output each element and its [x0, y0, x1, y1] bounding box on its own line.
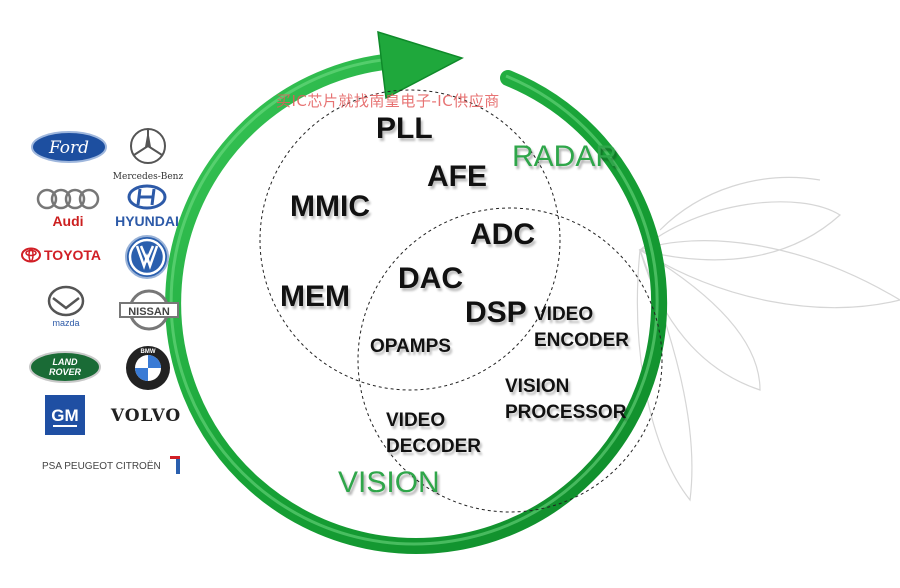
watermark-text: 买IC芯片就找南皇电子-IC供应商 — [276, 92, 500, 110]
gm-logo-text: GM — [51, 406, 78, 425]
label-video-encoder-line2: ENCODER — [534, 330, 630, 351]
audi-logo: Audi — [34, 186, 104, 235]
label-pll: PLL — [376, 112, 433, 145]
label-video-decoder: VIDEO DECODER — [386, 408, 481, 460]
toyota-logo: TOYOTA — [20, 244, 108, 271]
volvo-logo: VOLVO — [102, 404, 190, 431]
mercedes-logo: Mercedes-Benz — [112, 126, 188, 189]
label-video-decoder-line2: DECODER — [386, 436, 482, 457]
ford-logo-text: Ford — [48, 138, 89, 158]
label-dsp: DSP — [465, 296, 527, 329]
nissan-logo: NISSAN — [118, 286, 180, 339]
psa-logo: PSA PEUGEOT CITROËN — [40, 454, 186, 481]
ford-logo: Ford — [30, 130, 108, 169]
hyundai-logo: HYUNDAI — [108, 184, 186, 237]
label-vision-processor: VISION PROCESSOR — [505, 374, 626, 426]
volkswagen-logo — [124, 234, 170, 285]
bmw-logo-graphic: BMW — [126, 346, 170, 390]
background-flower — [636, 176, 900, 502]
label-vision-processor-line2: PROCESSOR — [505, 402, 627, 423]
land-rover-logo: LAND ROVER — [28, 350, 102, 389]
label-mem: MEM — [280, 280, 350, 313]
label-vision-processor-line1: VISION — [505, 376, 570, 397]
label-opamps: OPAMPS — [370, 336, 451, 357]
mazda-logo-graphic: mazda — [47, 285, 85, 328]
psa-logo-text: PSA PEUGEOT CITROËN — [42, 460, 161, 472]
mercedes-logo-text: Mercedes-Benz — [113, 172, 184, 182]
label-dac: DAC — [398, 262, 463, 295]
volkswagen-logo-graphic — [125, 235, 169, 279]
land-rover-logo-text-2: ROVER — [49, 367, 82, 377]
nissan-logo-text: NISSAN — [128, 306, 170, 318]
label-adc: ADC — [470, 218, 535, 251]
label-mmic: MMIC — [290, 190, 370, 223]
ford-logo-graphic: Ford — [31, 131, 107, 163]
audi-logo-text: Audi — [52, 213, 83, 229]
gm-logo-graphic: GM — [45, 395, 85, 435]
volvo-logo-graphic: VOLVO — [110, 406, 181, 426]
vision-circle — [357, 207, 663, 513]
mazda-logo: mazda — [40, 284, 92, 335]
toyota-logo-text: TOYOTA — [44, 247, 101, 263]
gm-logo: GM — [44, 394, 86, 441]
label-video-decoder-line1: VIDEO — [386, 410, 446, 431]
mercedes-logo-graphic: Mercedes-Benz — [113, 128, 184, 182]
label-video-encoder: VIDEO ENCODER — [534, 302, 629, 354]
label-vision: VISION — [338, 466, 440, 499]
hyundai-logo-text: HYUNDAI — [115, 213, 179, 229]
label-video-encoder-line1: VIDEO — [534, 304, 594, 325]
arrow-head — [377, 30, 464, 100]
bmw-logo-text: BMW — [141, 349, 156, 355]
nissan-logo-graphic: NISSAN — [119, 289, 179, 331]
mazda-logo-text: mazda — [52, 318, 79, 328]
venn-circles — [259, 89, 663, 513]
audi-logo-graphic: Audi — [36, 188, 100, 229]
label-afe: AFE — [427, 160, 487, 193]
toyota-logo-graphic: TOYOTA — [21, 247, 101, 263]
land-rover-logo-graphic: LAND ROVER — [29, 351, 101, 383]
hyundai-logo-graphic: HYUNDAI — [115, 184, 179, 229]
volvo-logo-text: VOLVO — [110, 406, 181, 426]
cycle-arrow — [165, 30, 668, 554]
label-radar: RADAR — [512, 140, 618, 173]
land-rover-logo-text-1: LAND — [53, 357, 78, 367]
bmw-logo: BMW — [124, 344, 172, 397]
psa-logo-graphic: PSA PEUGEOT CITROËN — [42, 456, 180, 474]
radar-circle — [259, 89, 561, 391]
